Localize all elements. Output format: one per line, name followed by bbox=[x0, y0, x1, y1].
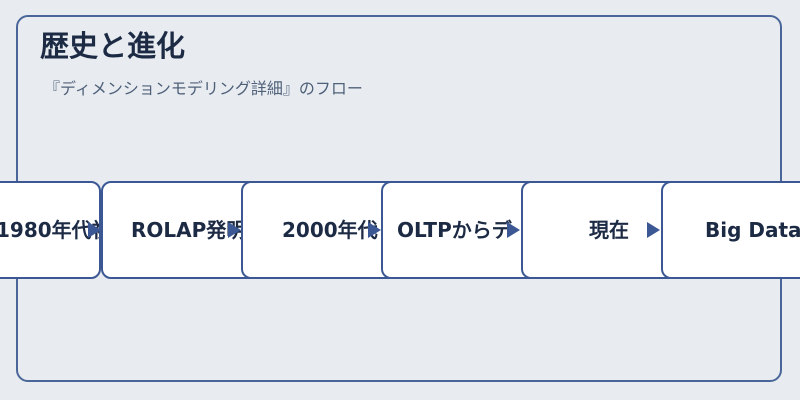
page-subtitle: 『ディメンションモデリング詳細』のフロー bbox=[44, 79, 363, 98]
flow-arrow-3 bbox=[368, 222, 381, 238]
flow-arrow-4 bbox=[507, 222, 520, 238]
flow-step-3-label: 2000年代 bbox=[282, 218, 378, 242]
flow-step-2-label: ROLAP発明 bbox=[131, 218, 247, 242]
flow-step-1-label: 1980年代初頭 bbox=[0, 218, 99, 242]
flow-arrow-1 bbox=[88, 222, 101, 238]
flow-step-4-label: OLTPからデ bbox=[397, 218, 512, 242]
flow-step-6-label: Big Data bbox=[705, 218, 800, 242]
flow-step-6[interactable]: Big Data bbox=[661, 181, 800, 279]
flow-arrow-2 bbox=[228, 222, 241, 238]
flow-step-5-label: 現在 bbox=[589, 218, 629, 242]
flow-step-1[interactable]: 1980年代初頭 bbox=[0, 181, 101, 279]
flow-arrow-5 bbox=[647, 222, 660, 238]
page-title: 歴史と進化 bbox=[40, 29, 186, 63]
